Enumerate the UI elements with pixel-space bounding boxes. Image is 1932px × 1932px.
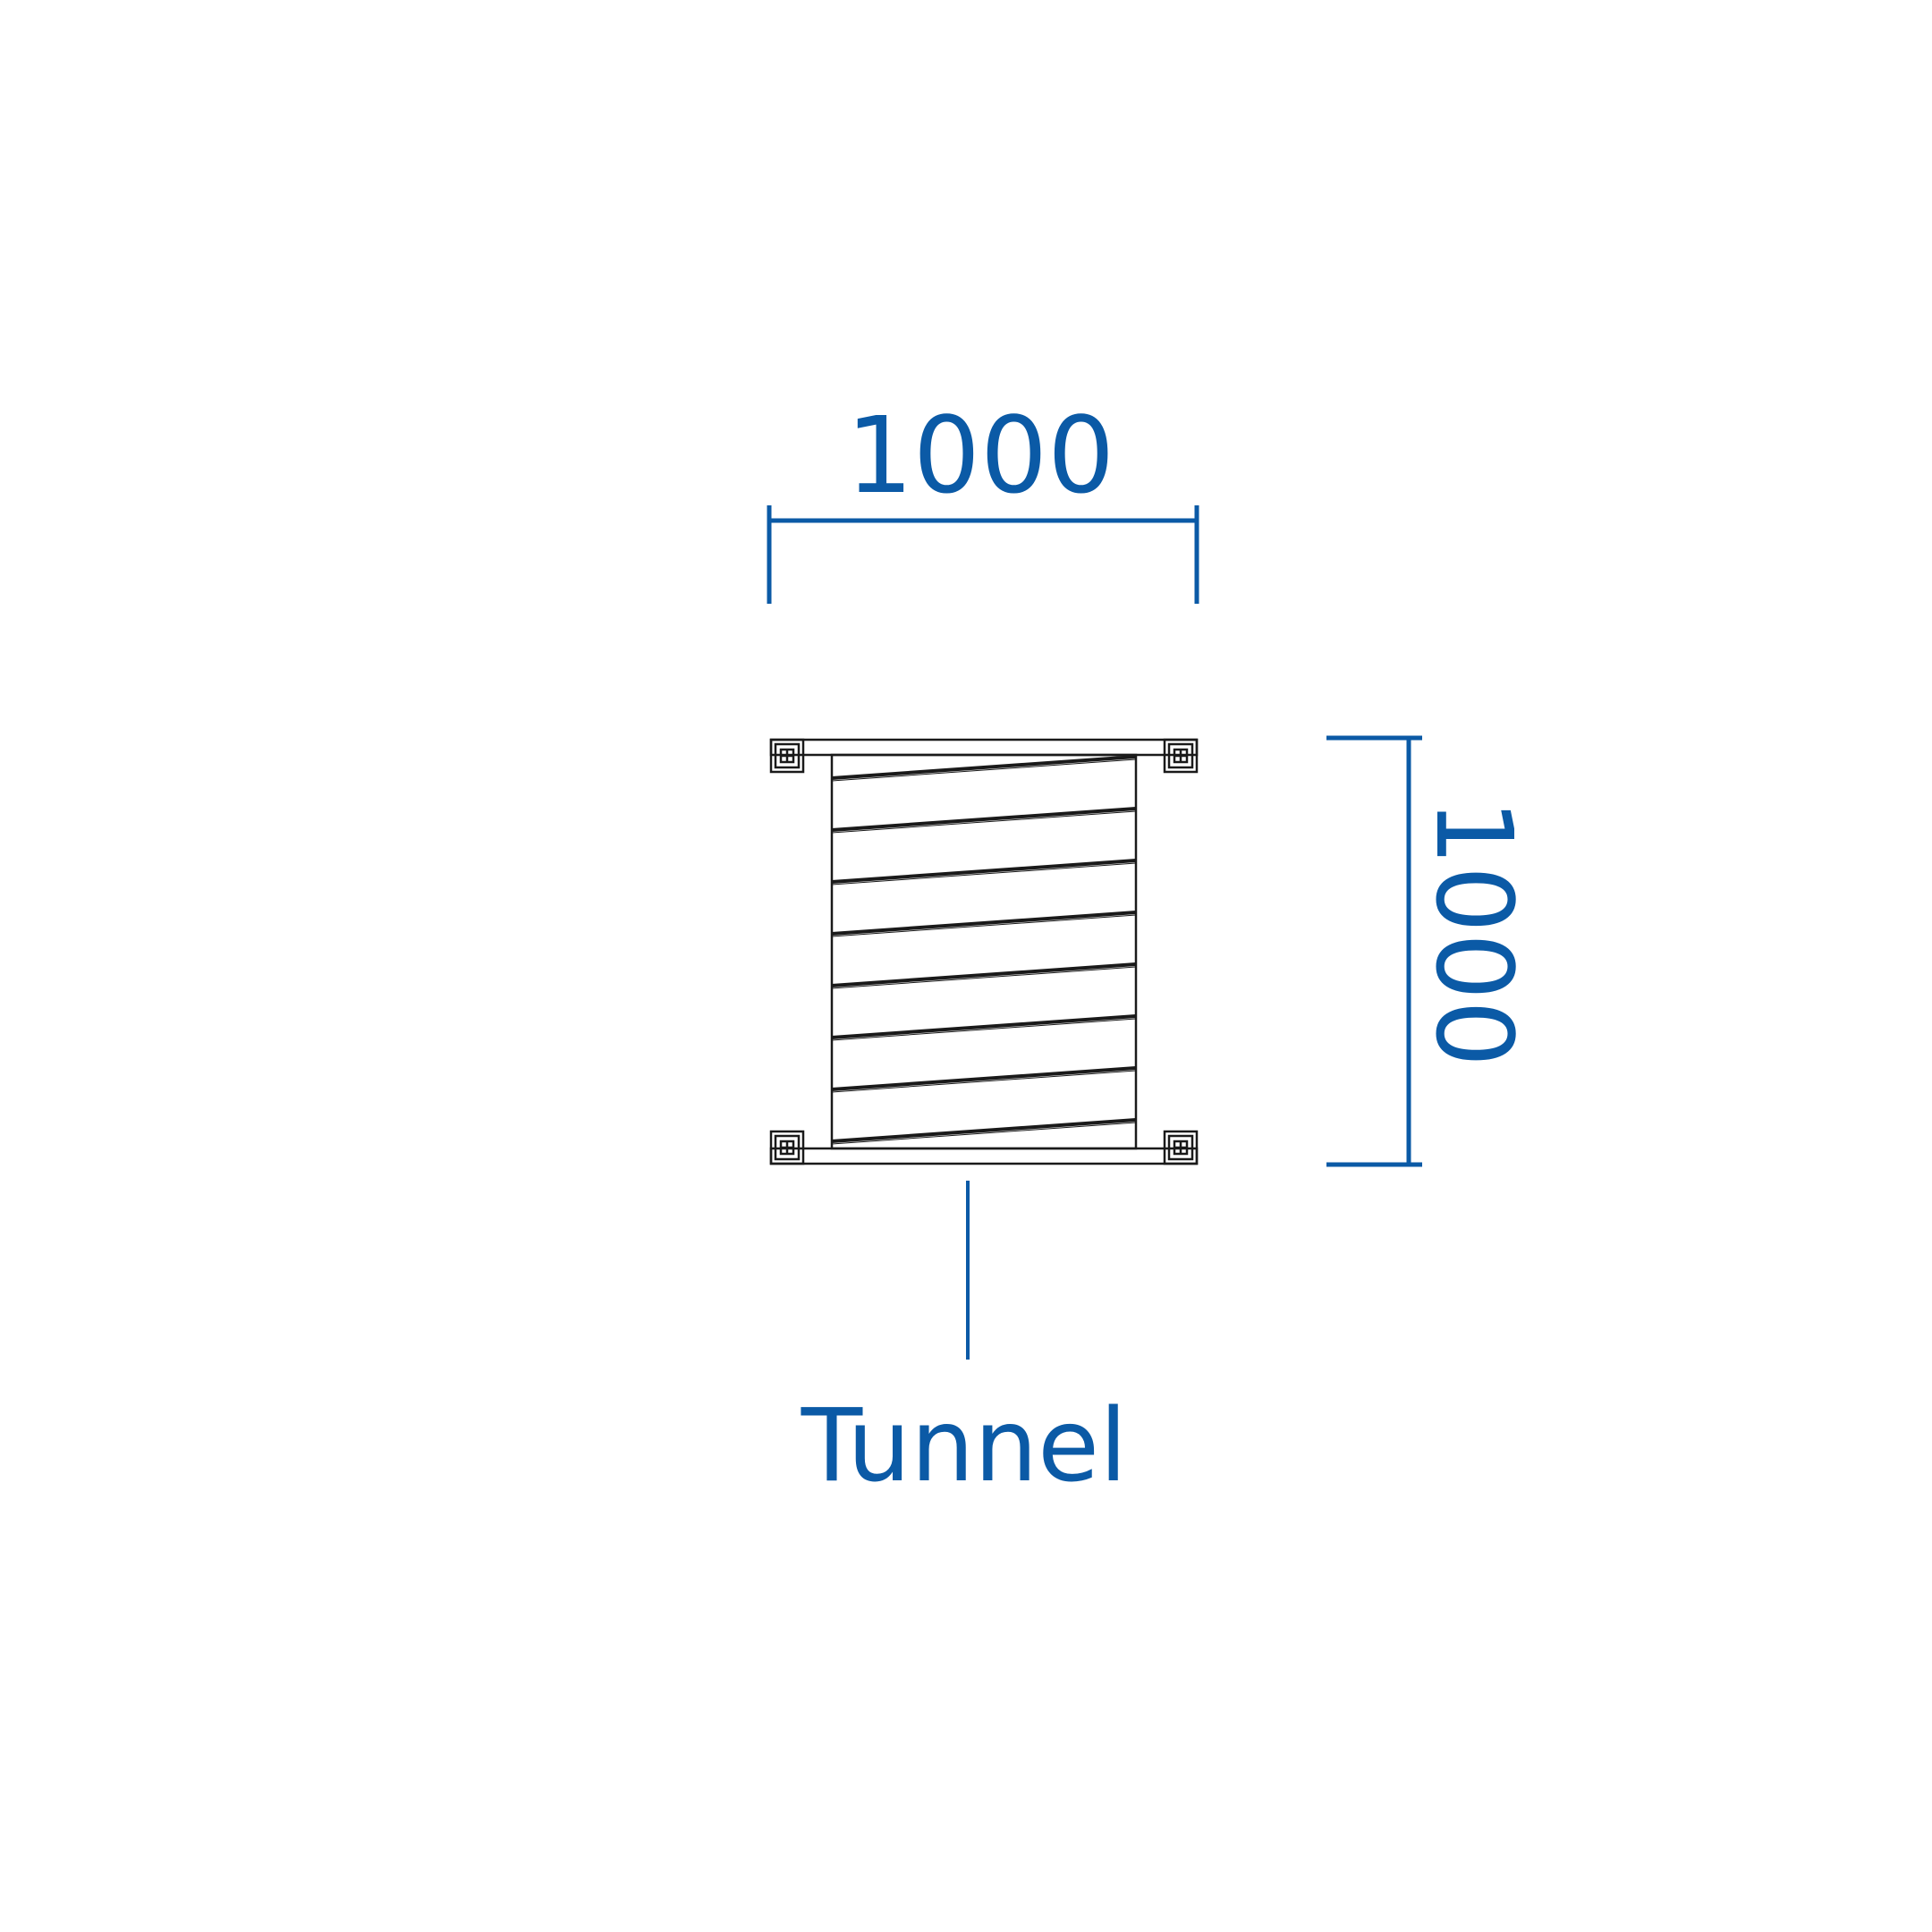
spiral-rib-shadow	[831, 758, 1137, 782]
spiral-rib-shadow	[831, 1122, 1137, 1145]
spiral-rib	[831, 1014, 1137, 1039]
corner-post-bottom-left	[769, 1130, 805, 1165]
spiral-rib	[831, 1066, 1137, 1091]
spiral-rib-shadow	[831, 862, 1137, 886]
width-dimension-label: 1000	[846, 394, 1114, 517]
spiral-rib	[831, 962, 1137, 987]
bottom-frame-bar	[769, 1147, 1199, 1165]
corner-post-top-right	[1163, 738, 1199, 774]
spiral-rib-shadow	[831, 1018, 1137, 1041]
height-dimension: 1000	[1326, 735, 1536, 1167]
spiral-rib-shadow	[831, 914, 1137, 937]
spiral-rib-shadow	[831, 810, 1137, 834]
width-dimension: 1000	[767, 394, 1199, 604]
tunnel-tube-body	[830, 753, 1138, 1150]
tunnel-label: Tunnel	[801, 1388, 1127, 1504]
tunnel-callout: Tunnel	[801, 1181, 1127, 1504]
height-dimension-label: 1000	[1412, 799, 1536, 1067]
spiral-rib	[831, 755, 1137, 780]
spiral-rib	[831, 911, 1137, 936]
corner-post-bottom-right	[1163, 1130, 1199, 1165]
top-frame-bar	[769, 738, 1199, 757]
corner-post-top-left	[769, 738, 805, 774]
tunnel-spiral-ribs	[831, 755, 1137, 1145]
spiral-rib	[831, 859, 1137, 884]
spiral-rib	[831, 807, 1137, 832]
spiral-rib	[831, 1118, 1137, 1143]
tunnel-drawing	[769, 738, 1199, 1165]
spiral-rib-shadow	[831, 1070, 1137, 1093]
spiral-rib-shadow	[831, 966, 1137, 989]
